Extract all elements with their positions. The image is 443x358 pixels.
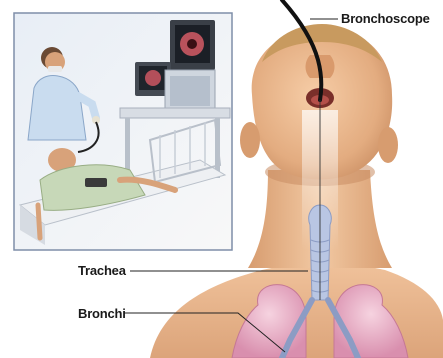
inset-procedure-scene <box>14 13 232 250</box>
bronchi-label: Bronchi <box>78 306 126 321</box>
bronchoscope-label: Bronchoscope <box>341 11 430 26</box>
trachea-label: Trachea <box>78 263 126 278</box>
left-ear <box>240 122 260 158</box>
right-ear <box>378 127 398 163</box>
